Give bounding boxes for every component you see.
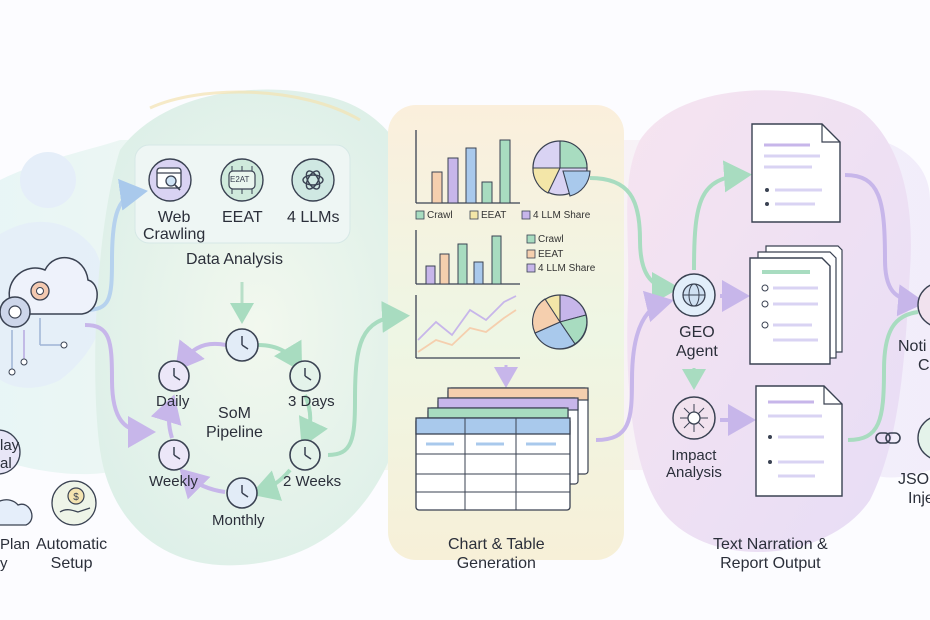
clock-icon — [226, 477, 258, 509]
automatic-setup-line1: Automatic — [36, 536, 108, 553]
bar-chart-2 — [415, 230, 520, 285]
cloud-gear-icon — [0, 256, 98, 376]
eeat-icon — [220, 158, 264, 202]
right-partial-line1: Noti — [898, 338, 927, 355]
table-stack — [415, 387, 589, 511]
document-stack-icon — [749, 245, 843, 365]
chart-table-title-line2: Generation — [456, 555, 536, 572]
plan-cloud-icon — [0, 499, 33, 526]
geo-agent-line1: GEO — [679, 324, 715, 341]
clock-icon — [289, 360, 321, 392]
document-icon — [755, 385, 843, 497]
legend-eeat: EEAT — [538, 249, 564, 260]
three-days-label: 3 Days — [288, 393, 335, 410]
agent-to-doc-connector — [692, 160, 752, 271]
impact-line1: Impact — [671, 447, 717, 464]
globe-icon — [672, 273, 716, 317]
connector-to-analysis — [84, 178, 148, 312]
pipeline-center-label: SoM Pipeline — [206, 404, 263, 442]
web-crawling-label-line1: Web — [157, 209, 191, 226]
svg-text:$: $ — [73, 492, 79, 503]
automatic-setup-line2: Setup — [50, 555, 93, 572]
web-crawling-label-line2: Crawling — [143, 226, 206, 243]
money-hand-icon: $ — [51, 480, 97, 526]
charts-to-agent-connector — [589, 176, 680, 304]
notify-partial-icon — [917, 284, 930, 326]
left-partial-line4: y — [0, 555, 8, 572]
legend-crawl: Crawl — [427, 210, 453, 221]
pipeline-to-charts-connector — [327, 300, 410, 457]
table-to-agent-connector — [595, 290, 674, 442]
two-weeks-label: 2 Weeks — [283, 473, 342, 490]
pie-chart-2 — [532, 294, 588, 350]
left-partial-line2: al — [0, 455, 12, 472]
report-title-line2: Report Output — [720, 555, 821, 572]
legend-swatch — [526, 234, 536, 273]
calendar-partial-icon — [0, 429, 21, 475]
right-partial-label: NotiCo — [898, 337, 930, 375]
right-partial-line3: JSO — [898, 471, 930, 488]
weekly-label: Weekly — [149, 473, 198, 490]
eeat-icon-text: E2AT — [230, 175, 250, 184]
clock-icon — [158, 360, 190, 392]
impact-line2: Analysis — [666, 464, 722, 481]
pipeline-center-line1: SoM — [218, 405, 251, 422]
right-partial-label: JSO Inje — [898, 470, 930, 508]
doc-to-notify-connector — [847, 310, 919, 442]
data-analysis-title: Data Analysis — [186, 251, 283, 268]
network-icon — [672, 396, 716, 440]
monthly-label: Monthly — [212, 512, 265, 529]
left-partial-line1: lay — [0, 437, 20, 454]
left-partial-label: Plan y — [0, 535, 30, 573]
json-partial-icon — [917, 417, 930, 459]
link-icon — [875, 432, 901, 444]
decor-bubble — [20, 152, 76, 208]
left-partial-line3: Plan — [0, 536, 31, 553]
clock-icon — [225, 328, 259, 362]
clock-icon — [289, 439, 321, 471]
daily-label: Daily — [156, 393, 190, 410]
doc-to-notify-connector — [844, 173, 926, 317]
web-crawl-icon — [148, 158, 192, 202]
pipeline-ring — [150, 339, 328, 501]
bar-chart-1 — [415, 130, 520, 204]
legend-swatch — [415, 210, 531, 220]
report-title-line1: Text Narration & — [713, 536, 828, 553]
pie-chart-1 — [532, 140, 591, 197]
llms-label: 4 LLMs — [287, 209, 340, 226]
chart-table-title-line1: Chart & Table — [448, 536, 545, 553]
clock-icon — [158, 439, 190, 471]
eeat-label: EEAT — [222, 209, 263, 226]
geo-agent-line2: Agent — [676, 343, 718, 360]
right-partial-line2: Co — [918, 357, 930, 374]
right-partial-line4: Inje — [908, 490, 930, 507]
connector-to-pipeline — [84, 323, 156, 448]
geo-agent-label: GEO Agent — [676, 323, 718, 361]
legend-eeat: EEAT — [481, 210, 507, 221]
line-chart — [415, 295, 520, 359]
pipeline-center-line2: Pipeline — [206, 424, 263, 441]
legend-llm-share: 4 LLM Share — [533, 210, 591, 221]
document-icon — [751, 123, 841, 223]
llm-icon — [291, 158, 335, 202]
legend-crawl: Crawl — [538, 234, 564, 245]
report-output-title: Text Narration & Report Output — [713, 535, 828, 573]
legend-llm-share: 4 LLM Share — [538, 263, 596, 274]
